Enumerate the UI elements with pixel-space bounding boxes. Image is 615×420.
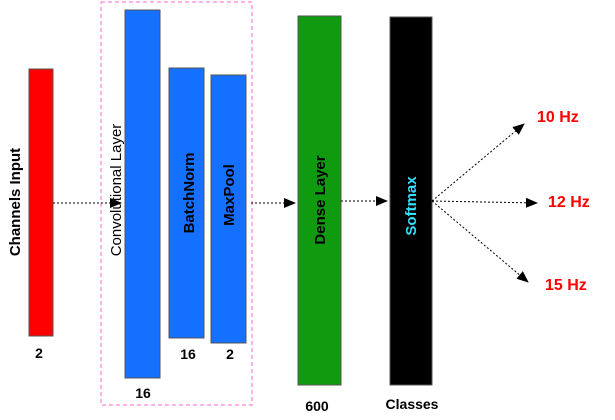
conv-layer-label: Convolutional Layer bbox=[108, 124, 125, 257]
maxpool-size: 2 bbox=[226, 346, 234, 362]
dense-layer-label: Dense Layer bbox=[312, 155, 329, 244]
arrow-softmax-to-10hz bbox=[431, 123, 525, 202]
channels-input-label: Channels Input bbox=[7, 148, 24, 256]
maxpool-block bbox=[210, 74, 247, 344]
output-15hz-label: 15 Hz bbox=[545, 277, 587, 294]
dense-layer-block bbox=[297, 15, 342, 386]
conv-layer-size: 16 bbox=[135, 385, 151, 401]
channels-input-block bbox=[28, 68, 54, 337]
batchnorm-size: 16 bbox=[180, 346, 196, 362]
batchnorm-label: BatchNorm bbox=[181, 153, 198, 234]
dense-layer-size: 600 bbox=[305, 398, 329, 414]
conv-layer-block bbox=[124, 9, 161, 379]
softmax-classes-label: Classes bbox=[386, 396, 439, 412]
arrow-softmax-to-12hz bbox=[431, 197, 538, 208]
output-12hz-label: 12 Hz bbox=[548, 194, 590, 211]
maxpool-label: MaxPool bbox=[221, 164, 238, 226]
softmax-block bbox=[389, 16, 433, 386]
channels-input-size: 2 bbox=[35, 345, 43, 361]
output-10hz-label: 10 Hz bbox=[537, 109, 579, 126]
softmax-label: Softmax bbox=[403, 176, 420, 236]
batchnorm-block bbox=[168, 67, 205, 339]
arrow-softmax-to-15hz bbox=[431, 200, 529, 283]
